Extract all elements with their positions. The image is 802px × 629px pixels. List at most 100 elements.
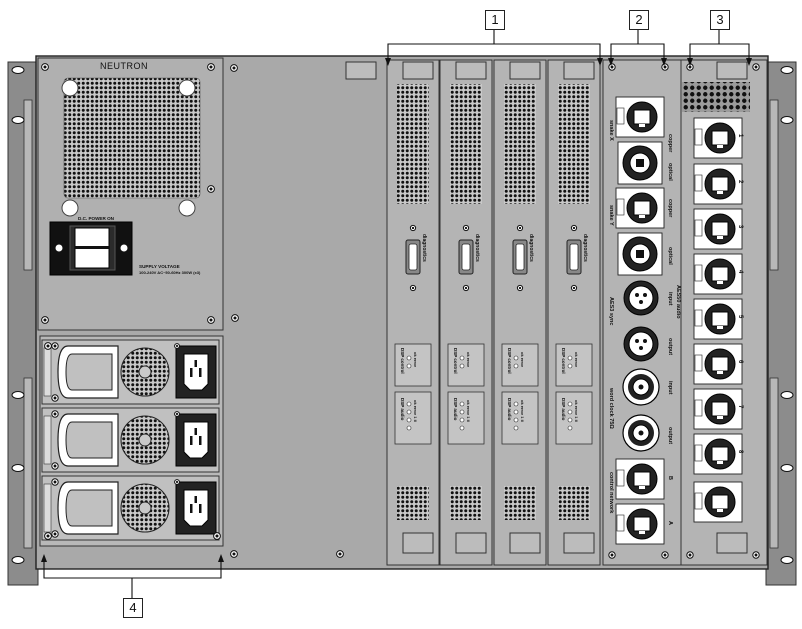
rack-ear-slot [780, 464, 794, 472]
aes50-port-label-1: 1 [737, 134, 743, 138]
dsp-card-3 [493, 59, 547, 566]
fan-grille [63, 77, 201, 199]
brand-label: NEUTRON [100, 61, 148, 71]
supply-voltage-label: SUPPLY VOLTAGE [139, 264, 180, 269]
aes3-output-label: output [667, 338, 673, 356]
wordclock-input-port [622, 368, 660, 406]
diagnostics-label: diagnostics [528, 234, 534, 262]
aes3-group-label: AES3 sync [608, 297, 614, 326]
rack-ear-slot [780, 116, 794, 124]
snake-y-label: snake Y [608, 205, 614, 226]
aes50-port-label-7: 7 [737, 405, 743, 409]
aes50-port-label-4: 4 [737, 270, 743, 274]
psu-unit-1 [41, 339, 220, 405]
aes50-port-label-8: 8 [737, 450, 743, 454]
callout-2: 2 [629, 10, 649, 30]
aes50-port-5 [693, 298, 743, 340]
dsp-audio-panel [501, 391, 539, 445]
control-network-a-port [615, 503, 665, 545]
dsp-audio-label: DSP audio [507, 398, 512, 421]
optical-label-x: optical [667, 163, 673, 181]
aes50-group-label: AES50 audio [675, 285, 681, 319]
aes50-port-1 [693, 117, 743, 159]
dsp-control-panel [394, 343, 432, 387]
psu-unit-2 [41, 407, 220, 473]
aes50-port-6 [693, 343, 743, 385]
dsp-card-1 [386, 59, 440, 566]
control-network-label: control network [608, 472, 614, 514]
aes3-input-label: input [667, 292, 673, 306]
left-rack-ear [7, 61, 39, 586]
snake-y-copper-port [615, 187, 665, 229]
dsp-control-leds-label: ok error [574, 352, 579, 368]
aes50-extra-port [693, 481, 743, 523]
rack-ear-slot [11, 556, 25, 564]
dsp-audio-panel [394, 391, 432, 445]
optical-label-y: optical [667, 247, 673, 265]
aes50-port-7 [693, 388, 743, 430]
rack-ear-slot [780, 556, 794, 564]
rack-ear-slot [780, 391, 794, 399]
dsp-control-label: DSP control [561, 348, 566, 374]
dsp-control-leds-label: ok error [466, 352, 471, 368]
dsp-control-panel [447, 343, 485, 387]
power-switch-label: D.C. POWER ON [78, 216, 114, 221]
rack-ear-slot [11, 464, 25, 472]
dsp-card-4 [547, 59, 601, 566]
snake-y-optical-port [617, 232, 663, 276]
callout-1: 1 [485, 10, 505, 30]
dsp-audio-panel [447, 391, 485, 445]
callout-3: 3 [710, 10, 730, 30]
dsp-audio-label: DSP audio [453, 398, 458, 421]
aes3-output-port [623, 326, 659, 362]
aes50-port-4 [693, 253, 743, 295]
psu-unit-3 [41, 475, 220, 541]
snake-x-copper-port [615, 96, 665, 138]
aes50-vent [682, 82, 750, 112]
aes50-port-3 [693, 208, 743, 250]
aes50-port-2 [693, 163, 743, 205]
copper-label-x: copper [667, 134, 673, 153]
diagnostics-label: diagnostics [421, 234, 427, 262]
dsp-audio-label: DSP audio [400, 398, 405, 421]
aes50-port-label-5: 5 [737, 315, 743, 319]
dsp-card-2 [439, 59, 493, 566]
aes50-port-label-2: 2 [737, 180, 743, 184]
rack-ear-slot [780, 66, 794, 74]
wordclock-output-port [622, 414, 660, 452]
dsp-control-label: DSP control [400, 348, 405, 374]
control-network-b-port [615, 458, 665, 500]
dsp-control-label: DSP control [453, 348, 458, 374]
snake-x-label: snake X [608, 120, 614, 141]
control-b-label: B [667, 476, 673, 480]
dsp-control-panel [555, 343, 593, 387]
aes50-port-8 [693, 433, 743, 475]
rack-ear-slot [11, 66, 25, 74]
rack-ear-slot [11, 116, 25, 124]
diagnostics-label: diagnostics [474, 234, 480, 262]
dsp-control-label: DSP control [507, 348, 512, 374]
snake-x-optical-port [617, 141, 663, 185]
dsp-audio-leds-label: ok error 1 II [413, 400, 418, 422]
aes3-input-port [623, 280, 659, 316]
aes50-port-label-3: 3 [737, 225, 743, 229]
dsp-control-leds-label: ok error [520, 352, 525, 368]
wordclock-input-label: input [667, 381, 673, 395]
control-a-label: A [667, 521, 673, 525]
dsp-audio-panel [555, 391, 593, 445]
supply-spec-label: 100-240V AC~50-60Hz 300W (x3) [139, 270, 201, 275]
callout-4: 4 [123, 598, 143, 618]
dsp-audio-leds-label: ok error 1 II [574, 400, 579, 422]
wordclock-group-label: word clock 75Ω [608, 388, 614, 429]
dsp-audio-label: DSP audio [561, 398, 566, 421]
wordclock-output-label: output [667, 427, 673, 445]
rack-ear-slot [11, 391, 25, 399]
dsp-audio-leds-label: ok error 1 II [520, 400, 525, 422]
dsp-audio-leds-label: ok error 1 II [466, 400, 471, 422]
copper-label-y: copper [667, 199, 673, 218]
dsp-control-panel [501, 343, 539, 387]
aes50-port-label-6: 6 [737, 360, 743, 364]
diagnostics-label: diagnostics [582, 234, 588, 262]
